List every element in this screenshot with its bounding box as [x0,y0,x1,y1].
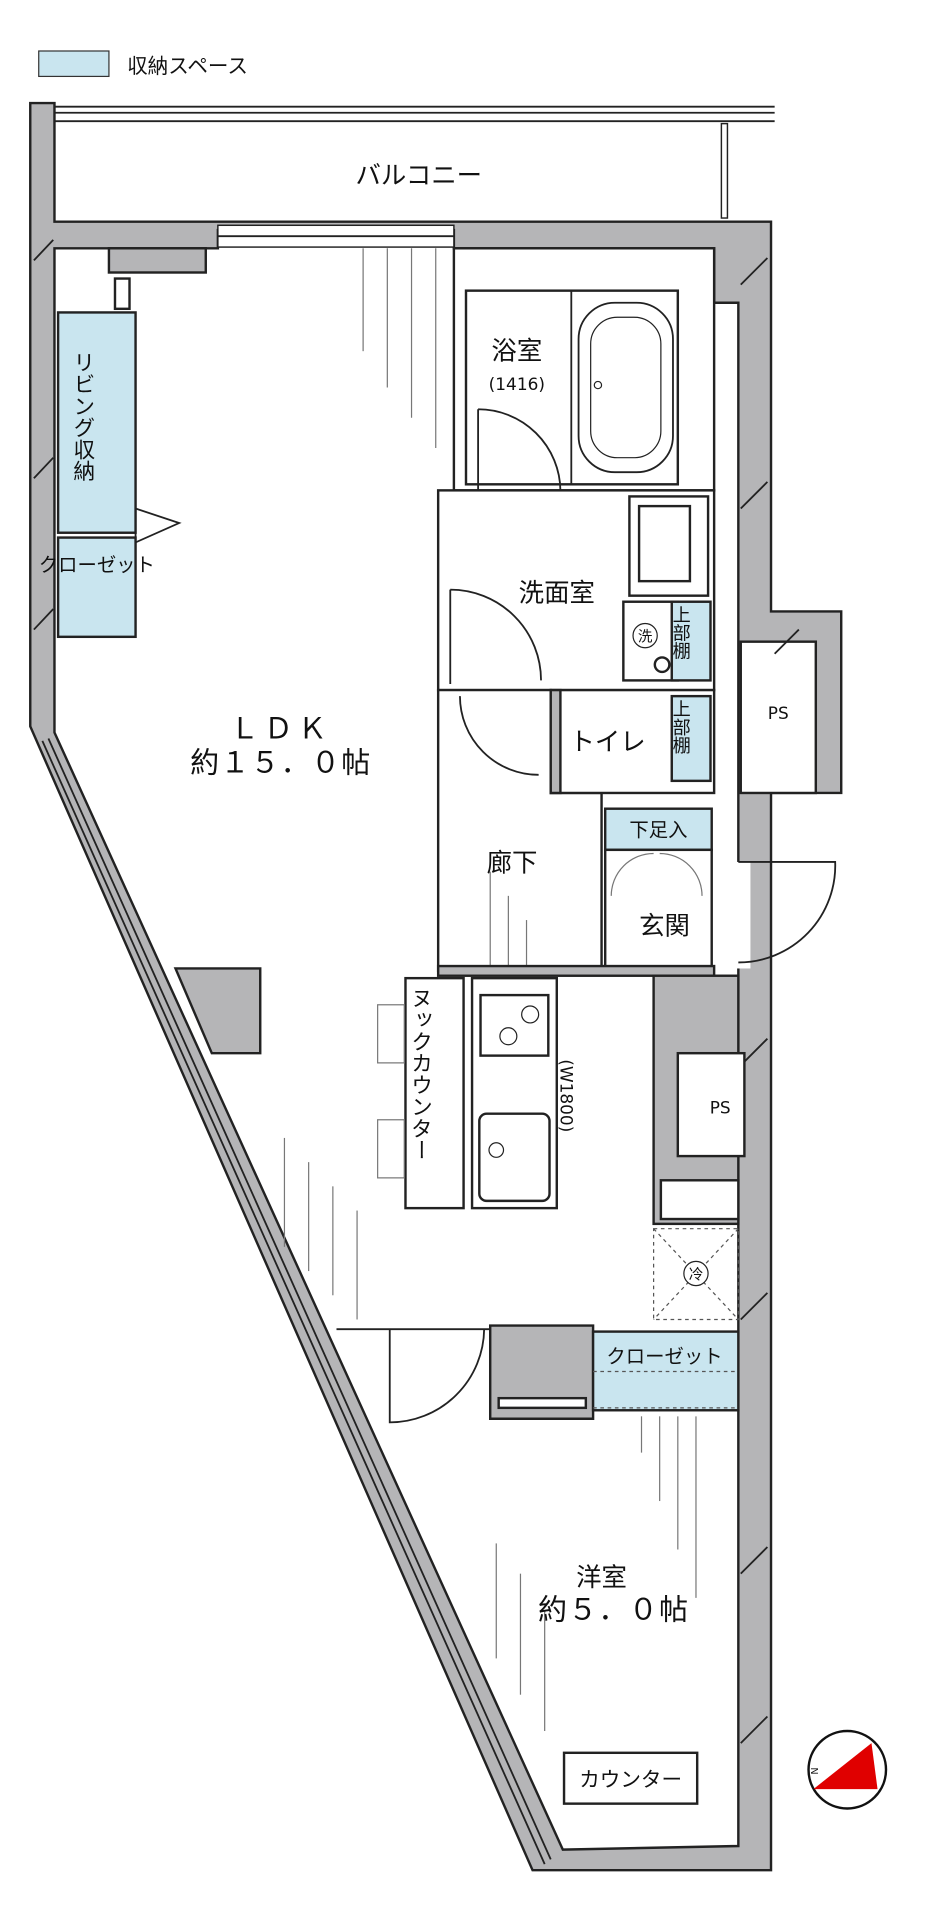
corridor-bottom-wall [436,964,716,977]
closet-bedroom-label: クローゼット [606,1345,722,1368]
bedroom-partition-wall [488,1324,595,1420]
upper-shelf-1-label: 上部棚 [670,605,691,660]
balcony-pillar [173,967,262,1055]
drain-icon [653,656,671,674]
stool [377,1119,405,1179]
front-door-swing [738,861,837,964]
drain-icon [593,380,603,390]
ldk-pillar [113,277,131,311]
bath-size: (1416) [489,374,545,394]
burner-icon [499,1027,518,1046]
ps-top [739,640,818,795]
closet-door-marker [134,507,182,544]
nook-counter [404,976,465,1210]
shoe-storage-label: 下足入 [629,819,687,842]
bottom-counter [562,1751,699,1805]
washer-label: 洗 [638,629,653,646]
corridor-label: 廊下 [487,848,538,878]
bedroom-size: 約５．０帖 [538,1593,689,1627]
bathtub-inner [590,316,662,459]
kitchen-width-label: (W1800) [556,1059,576,1132]
living-storage-label: リビング収納 [70,351,95,482]
shoe-storage [603,807,713,852]
ldk-window [217,224,455,449]
entrance-label: 玄関 [639,911,690,941]
sink-icon [478,1112,551,1203]
legend-swatch [38,50,110,78]
fridge-space [653,1228,739,1321]
closet-ldk [56,536,137,639]
toilet-door-swing [459,696,539,776]
bathtub-icon [577,301,674,474]
diagonal-window [41,738,552,1865]
washroom-label: 洗面室 [519,578,595,608]
legend-label: 収納スペース [127,54,248,78]
ldk-size: 約１５．０帖 [190,745,371,779]
ps-mid [676,1051,746,1158]
compass-icon: N [807,1729,888,1810]
living-storage [56,311,137,534]
fridge-label: 冷 [689,1267,704,1284]
bath-door-swing [477,408,562,491]
nook-counter-label: ヌックカウンター [408,987,433,1161]
ps-top-label: PS [768,703,789,723]
fridge-icon [683,1260,709,1287]
partition-niche [497,1396,588,1410]
front-door-opening [714,861,751,969]
stool [377,1004,405,1064]
bedroom-door-swing [388,1329,486,1424]
sink-drain-icon [488,1142,505,1158]
entrance [603,848,713,970]
toilet-label: トイレ [569,727,645,757]
stove-icon [479,993,550,1057]
bath-label: 浴室 [491,336,542,366]
bedroom-label: 洋室 [576,1562,627,1592]
compass-north-label: N [810,1767,821,1774]
ldk-shelf [107,247,207,274]
bedroom-floor-lines [495,1416,697,1732]
burner-icon [521,1005,540,1024]
balcony-label: バルコニー [356,160,483,190]
upper-shelf-1 [670,600,712,682]
balcony: バルコニー [54,105,775,219]
upper-shelf-2 [670,694,712,783]
upper-shelf-2-label: 上部棚 [670,700,691,755]
washer-icon [632,622,658,649]
counter-label: カウンター [579,1768,682,1792]
sink-basin [637,504,692,583]
ldk-label: ＬＤＫ [230,711,332,745]
ps-mid-label: PS [710,1098,731,1118]
toilet-wall [549,688,562,795]
right-niche [659,1179,740,1221]
ldk-floor-lines [283,1137,358,1320]
washroom-door-swing [449,588,542,685]
shoe-door-swing [610,852,703,896]
closet-ldk-label: クローゼット [39,553,155,576]
